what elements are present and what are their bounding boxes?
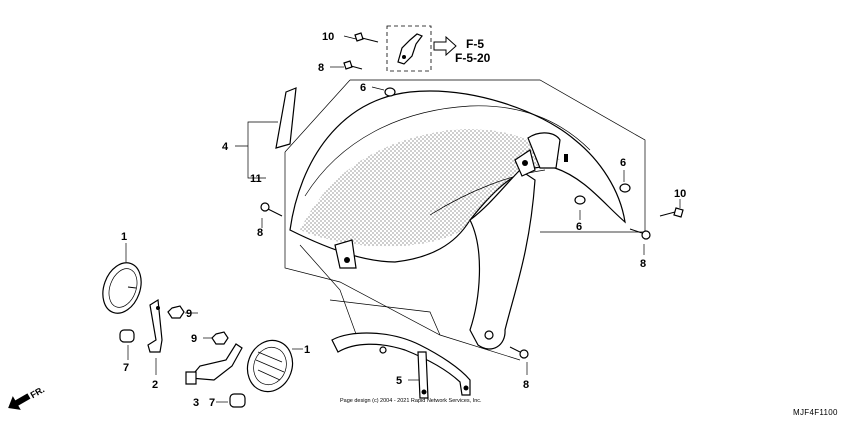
reflector-bracket-right xyxy=(185,343,243,385)
callout-11: 11 xyxy=(250,173,262,185)
front-fender xyxy=(289,90,626,350)
bolt-8c xyxy=(509,346,529,359)
callout-6-right-lower: 6 xyxy=(576,221,582,233)
callout-labels: 10 8 6 4 11 8 1 9 9 7 2 1 3 7 5 8 6 6 10… xyxy=(121,31,686,409)
grommet-6c xyxy=(574,195,586,205)
reflector-bracket-left xyxy=(147,298,163,353)
callout-2: 2 xyxy=(152,379,158,391)
front-direction-arrow-icon: FR. xyxy=(8,384,47,410)
bolt-8a xyxy=(343,60,363,70)
callout-8-top: 8 xyxy=(318,62,324,74)
rubber-pad-7a xyxy=(119,329,135,343)
fender-stay xyxy=(331,332,471,399)
callout-9-lower: 9 xyxy=(191,333,197,345)
reference-arrow-icon xyxy=(433,35,457,57)
bolt-10a xyxy=(354,32,379,43)
callout-5: 5 xyxy=(396,375,402,387)
reflector-right xyxy=(246,339,294,393)
reference-box xyxy=(386,25,432,72)
diagram-code: MJF4F1100 xyxy=(793,408,838,417)
decal-strip xyxy=(275,87,297,149)
callout-10-right: 10 xyxy=(674,188,686,200)
callout-8-bottom: 8 xyxy=(523,379,529,391)
nut-9b xyxy=(211,331,229,345)
grommet-6-inner xyxy=(564,154,568,162)
callout-10-top: 10 xyxy=(322,31,334,43)
callout-6-top: 6 xyxy=(360,82,366,94)
callout-8-right: 8 xyxy=(640,258,646,270)
nut-9a xyxy=(167,305,185,319)
rubber-pad-7b xyxy=(229,393,246,408)
callout-4: 4 xyxy=(222,141,229,153)
bolt-8d xyxy=(629,228,651,240)
copyright-text: Page design (c) 2004 - 2021 Rapid Networ… xyxy=(340,398,482,404)
callout-1-right: 1 xyxy=(304,344,310,356)
ref-f5-20[interactable]: F-5-20 xyxy=(455,51,491,65)
bolt-10b xyxy=(659,207,684,218)
bolt-8b xyxy=(260,202,283,217)
callout-3: 3 xyxy=(193,397,199,409)
callout-1-left: 1 xyxy=(121,231,127,243)
callout-7-right: 7 xyxy=(209,397,215,409)
callout-8-left: 8 xyxy=(257,227,263,239)
callout-7-left: 7 xyxy=(123,362,129,374)
direction-label: FR. xyxy=(29,384,47,400)
callout-6-right-upper: 6 xyxy=(620,157,626,169)
ref-f5[interactable]: F-5 xyxy=(466,37,484,51)
reflector-left xyxy=(102,262,142,314)
callout-9-upper: 9 xyxy=(186,308,192,320)
leader-lines xyxy=(125,35,681,403)
grommet-6a xyxy=(384,87,396,97)
grommet-6b xyxy=(619,183,631,193)
assembly-outline xyxy=(284,79,646,361)
